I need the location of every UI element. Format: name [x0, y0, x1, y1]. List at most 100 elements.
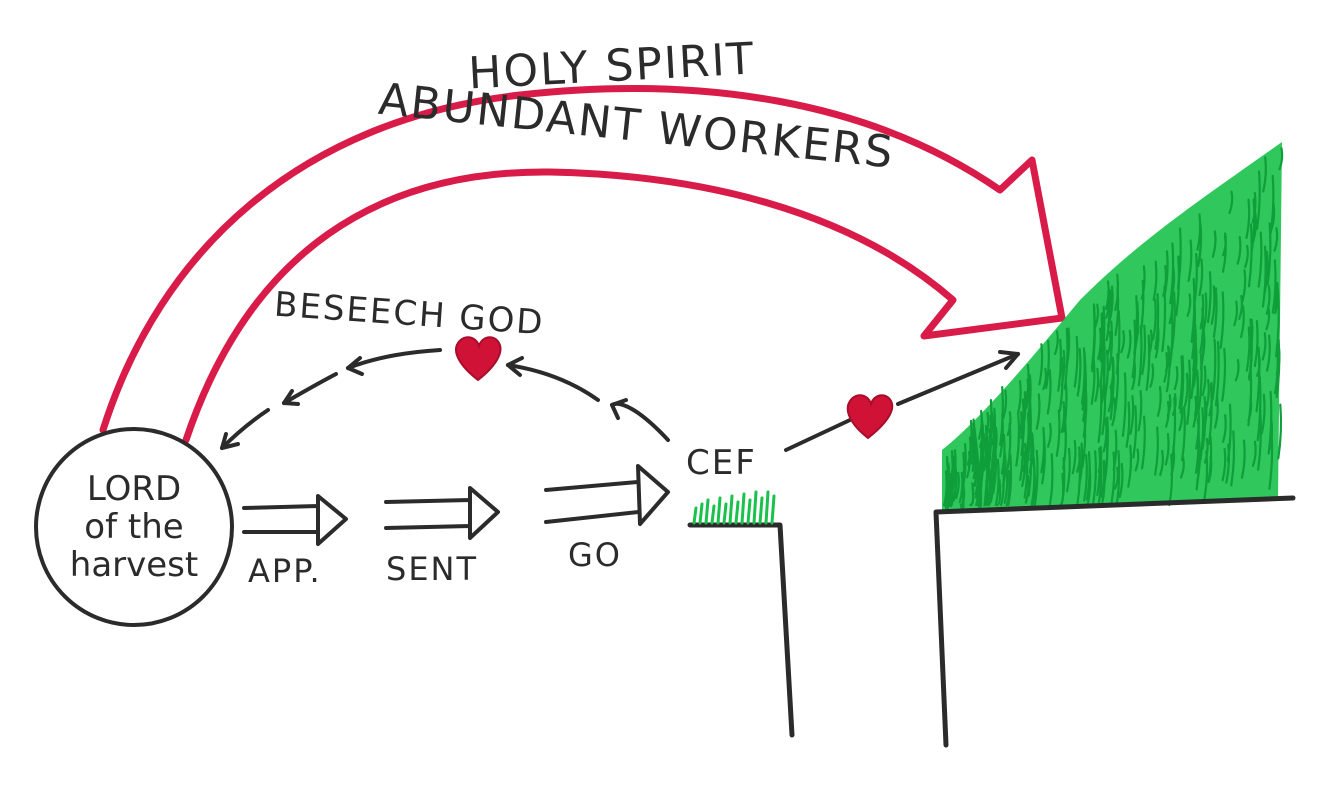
grass-blade	[1046, 369, 1052, 415]
grass-blade	[1060, 457, 1066, 507]
grass-blade	[1129, 395, 1135, 435]
beseech-god-label: BESEECH GOD	[273, 285, 546, 344]
grass-blade	[1156, 386, 1162, 417]
grass-blade	[1234, 358, 1240, 382]
grass-blade	[1092, 450, 1097, 505]
grass-blade	[1055, 409, 1061, 457]
grass-blade	[1253, 320, 1259, 368]
grass-blade	[996, 478, 1002, 507]
grass-blade	[1211, 230, 1217, 258]
grass-blade	[1102, 418, 1108, 453]
grass-blade	[960, 484, 966, 507]
grass-blade	[1060, 349, 1066, 387]
grass-blade	[1121, 372, 1127, 437]
grass-blade	[1163, 352, 1169, 383]
grass-blade	[1241, 269, 1247, 303]
grass-blade	[1007, 453, 1013, 507]
grass-strokes	[942, 147, 1284, 512]
grass-blade	[1154, 293, 1160, 350]
grass-blade	[1137, 389, 1143, 432]
grass-blade	[1149, 363, 1155, 388]
grass-blade	[962, 443, 967, 488]
grass-blade	[1109, 361, 1115, 408]
grass-blade	[944, 456, 949, 507]
grass-blade	[1186, 359, 1191, 426]
grass-blade	[1134, 448, 1140, 472]
grass-blade	[1198, 258, 1204, 297]
grass-blade	[1212, 287, 1218, 338]
grass-blade	[1097, 457, 1103, 507]
grass-blade	[1125, 401, 1131, 448]
grass-blade	[1132, 405, 1138, 459]
grass-blade	[945, 465, 951, 507]
grass-blade	[1247, 223, 1253, 288]
grass-blade	[1112, 429, 1118, 471]
small-grass	[692, 490, 776, 525]
grass-blade	[1230, 430, 1236, 487]
grass-blade	[1152, 260, 1158, 301]
sent-label: SENT	[386, 550, 478, 588]
lord-of-harvest-node: LORD of the harvest	[34, 427, 234, 627]
grass-blade	[1094, 367, 1100, 402]
grass-blade	[1165, 400, 1170, 428]
grass-blade	[1031, 465, 1036, 507]
grass-blade	[1100, 336, 1106, 402]
grass-blade	[1105, 298, 1111, 342]
grass-blade	[968, 426, 974, 458]
grass-blade	[1083, 453, 1088, 502]
grass-blade	[1006, 411, 1012, 436]
grass-blade	[1057, 338, 1062, 392]
cef-label: CEF	[686, 443, 757, 483]
grass-blade	[1040, 426, 1046, 474]
grass-blade	[1270, 202, 1276, 231]
grass-blade	[1183, 372, 1189, 408]
small-field-cliff	[687, 490, 795, 738]
heart-icon	[455, 336, 502, 382]
grass-blade	[1228, 190, 1234, 215]
grass-blade	[1272, 287, 1278, 311]
grass-blade	[1047, 422, 1052, 448]
grass-blade	[1199, 407, 1205, 461]
grass-blade	[1266, 222, 1272, 286]
grass-blade	[1154, 426, 1159, 476]
lord-label-line3: harvest	[70, 545, 198, 585]
grass-blade	[1186, 293, 1192, 317]
grass-blade	[1195, 435, 1201, 491]
grass-blade	[1054, 330, 1059, 356]
grass-blade	[1190, 333, 1196, 399]
grass-blade	[1065, 327, 1071, 369]
grass-blade	[1101, 382, 1107, 436]
grass-blade	[1199, 325, 1205, 371]
grass-blade	[1178, 355, 1184, 410]
grass-blade	[1016, 380, 1022, 415]
grass-blade	[1019, 431, 1024, 481]
grass-blade	[1240, 305, 1245, 339]
grass-blade	[1100, 460, 1106, 498]
grass-blade	[1236, 236, 1242, 265]
grass-blade	[1194, 372, 1200, 421]
grass-blade	[1066, 447, 1071, 493]
grass-blade	[1176, 227, 1182, 290]
grass-blade	[1256, 375, 1262, 442]
grass-blade	[1108, 320, 1114, 371]
grass-blade	[1187, 239, 1193, 282]
grass-blade	[984, 411, 990, 443]
grass-blade	[1226, 403, 1232, 462]
grass-blade	[1261, 245, 1267, 308]
lord-label-line1: LORD	[87, 469, 181, 509]
grass-blade	[1278, 147, 1284, 171]
large-field-cliff	[933, 142, 1296, 748]
cef-to-field-arrow	[784, 350, 1020, 452]
grass-blade	[1045, 339, 1050, 390]
grass-blade	[1171, 291, 1176, 350]
grass-blade	[1169, 242, 1175, 305]
grass-blade	[1017, 411, 1023, 435]
grass-blade	[1222, 414, 1227, 443]
grass-blade	[1266, 334, 1271, 372]
grass-blade	[1035, 393, 1041, 430]
grass-blade	[1026, 374, 1032, 418]
grass-blade	[955, 471, 960, 500]
grass-blade	[1245, 198, 1251, 239]
grass-blade	[992, 447, 998, 495]
grass-blade	[1106, 331, 1112, 356]
